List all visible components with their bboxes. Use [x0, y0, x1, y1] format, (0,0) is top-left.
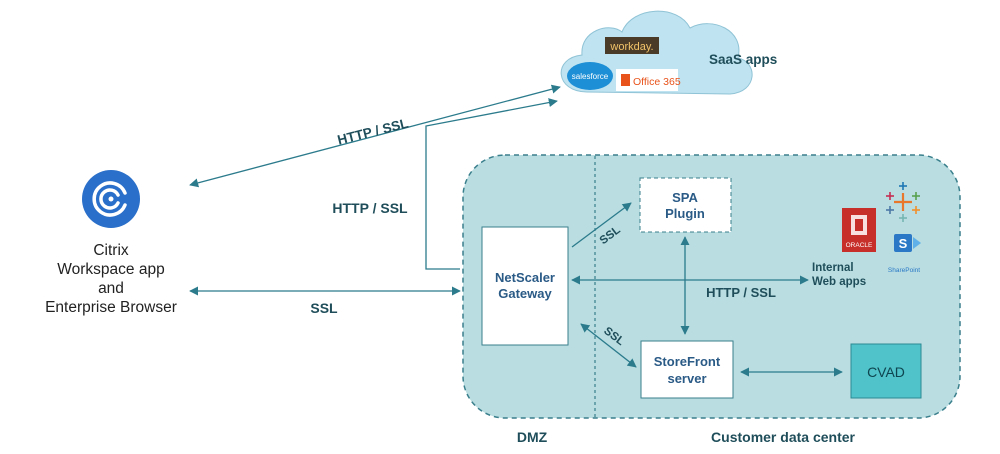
- storefront-server-box: [640, 340, 734, 399]
- arrow-gateway-spa: [571, 202, 632, 248]
- arrow-gateway-storefront: [580, 323, 637, 368]
- label-client-saas: HTTP / SSL: [336, 116, 410, 148]
- gateway-label-line1: NetScaler: [495, 270, 555, 285]
- oracle-logo: ORACLE: [842, 208, 876, 252]
- spa-label-line2: Plugin: [665, 206, 705, 221]
- office365-logo-text: Office 365: [633, 76, 681, 88]
- workday-logo: workday.: [605, 37, 659, 54]
- spa-label-line1: SPA: [672, 190, 698, 205]
- saas-apps-label: SaaS apps: [709, 52, 777, 67]
- tableau-logo: [886, 182, 920, 222]
- gateway-label-line2: Gateway: [498, 286, 552, 301]
- internal-webapps-line2: Web apps: [812, 276, 866, 288]
- storefront-label-line2: server: [667, 371, 706, 386]
- sharepoint-logo-letter: S: [899, 236, 908, 251]
- client-label-line1: Citrix: [93, 242, 129, 259]
- citrix-workspace-logo: [82, 170, 140, 228]
- dmz-label: DMZ: [517, 429, 548, 445]
- label-gateway-saas: HTTP / SSL: [332, 200, 408, 216]
- datacenter-label: Customer data center: [711, 429, 855, 445]
- label-client-gateway: SSL: [310, 300, 338, 316]
- salesforce-logo-text: salesforce: [572, 72, 609, 81]
- workday-logo-text: workday.: [609, 41, 653, 53]
- client-label-line3: and: [98, 280, 124, 297]
- spa-plugin-box: [639, 177, 732, 233]
- sharepoint-logo: S SharePoint: [888, 234, 921, 274]
- arrow-client-saas: [189, 84, 561, 188]
- storefront-label-line1: StoreFront: [654, 354, 721, 369]
- oracle-logo-text: ORACLE: [846, 242, 873, 249]
- sharepoint-logo-text: SharePoint: [888, 267, 920, 274]
- client-label-line4: Enterprise Browser: [45, 299, 177, 316]
- arrow-gateway-saas: [425, 98, 558, 270]
- salesforce-logo: salesforce: [567, 62, 613, 90]
- cvad-box: [850, 343, 922, 399]
- netscaler-gateway-box: [481, 226, 569, 346]
- cvad-label: CVAD: [867, 364, 905, 380]
- client-label-line2: Workspace app: [57, 261, 164, 278]
- internal-webapps-line1: Internal: [812, 262, 854, 274]
- office365-logo: Office 365: [616, 69, 681, 91]
- label-gateway-webapps: HTTP / SSL: [706, 285, 776, 300]
